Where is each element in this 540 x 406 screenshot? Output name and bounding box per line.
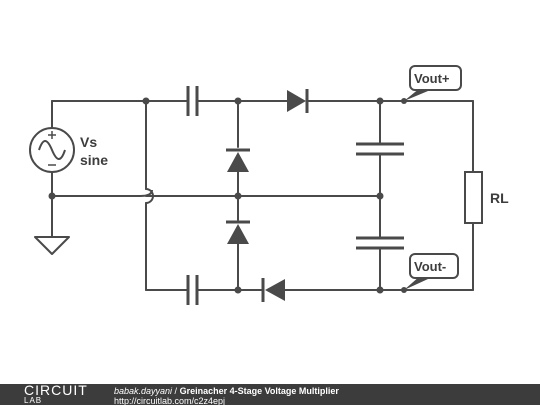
junction-dots (48, 97, 384, 294)
capacitor-output-lower (356, 236, 404, 250)
logo-bottom-text: LAB (24, 396, 43, 405)
footer-separator: / (172, 386, 180, 396)
diode-upper-vertical (226, 148, 250, 172)
diode-top (287, 89, 309, 113)
voltage-source-symbol (29, 127, 75, 173)
footer-bar: CIRCUIT LAB babak.dayyani / Greinacher 4… (0, 382, 540, 406)
vout-minus-label: Vout- (414, 259, 446, 274)
load-resistor (464, 171, 483, 224)
probe-vout-minus (401, 253, 459, 293)
ground-symbol (34, 236, 70, 255)
source-name-label: Vs (80, 134, 97, 150)
circuit-title: Greinacher 4-Stage Voltage Multiplier (179, 386, 339, 396)
circuit-url[interactable]: http://circuitlab.com/c2z4epj (114, 396, 226, 406)
diode-bottom (261, 278, 285, 302)
diode-lower-vertical (226, 220, 250, 244)
logo-top-text: CIRCUIT (24, 382, 88, 398)
load-label: RL (490, 190, 509, 206)
capacitor-bottom (186, 275, 199, 305)
capacitor-top (186, 86, 199, 116)
circuit-schematic: Vs sine RL Vout+ Vout- (29, 65, 509, 305)
circuitlab-logo: CIRCUIT LAB (24, 382, 100, 405)
probe-vout-plus (401, 65, 462, 104)
source-type-label: sine (80, 152, 108, 168)
footer-caption: babak.dayyani / Greinacher 4-Stage Volta… (114, 386, 339, 406)
capacitor-output-upper (356, 142, 404, 156)
vout-plus-label: Vout+ (414, 71, 450, 86)
author-name: babak.dayyani (114, 386, 173, 396)
